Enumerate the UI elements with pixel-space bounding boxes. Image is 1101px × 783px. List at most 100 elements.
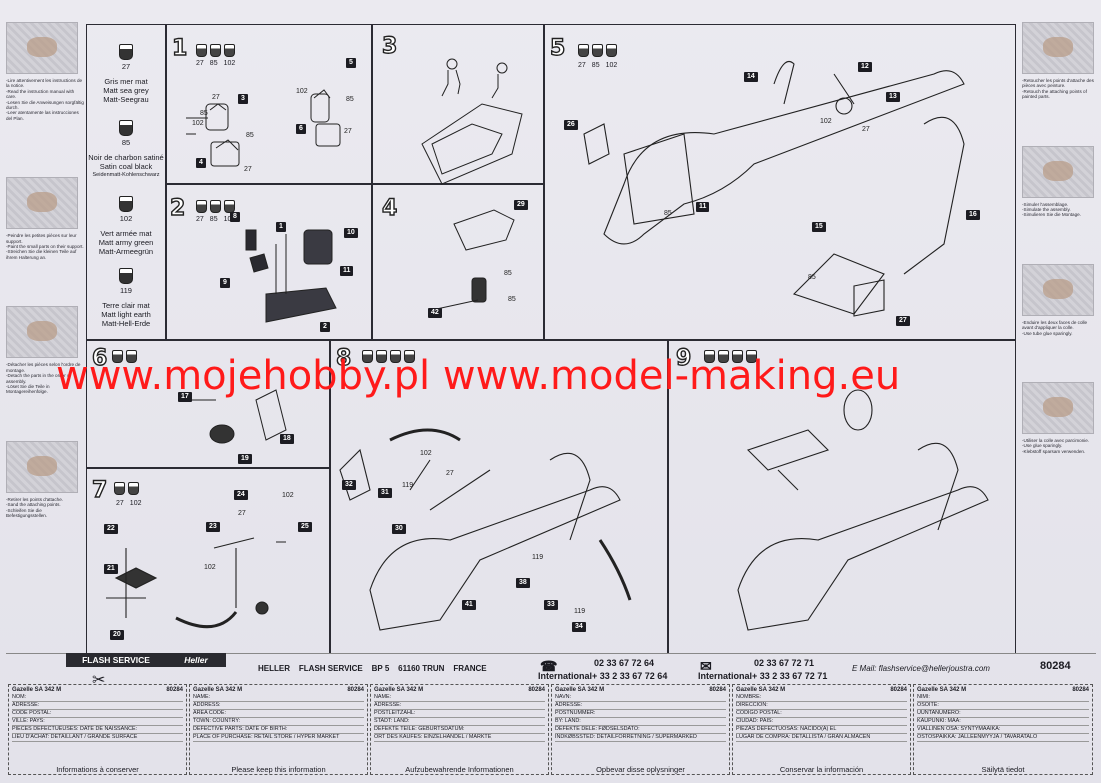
coupon-field[interactable]: DIRECCION: — [736, 702, 907, 710]
part-callout: 5 — [346, 58, 356, 68]
paint-label: 102 — [820, 118, 832, 125]
part-callout: 8 — [230, 212, 240, 222]
paint-label: 27 — [212, 94, 220, 101]
step-1-paints — [196, 44, 235, 57]
step-7-drawing — [106, 537, 286, 629]
paint-can-icon — [404, 350, 415, 363]
legend-code: 85 — [121, 138, 131, 147]
paint-can-icon — [390, 350, 401, 363]
fax-national: 02 33 67 72 71 — [754, 658, 815, 668]
part-callout: 14 — [744, 72, 758, 82]
coupon-field[interactable]: PLACE OF PURCHASE: RETAIL STORE / HYPER … — [193, 734, 364, 742]
paint-can-icon — [224, 44, 235, 57]
coupon-field[interactable]: NOM: — [12, 694, 183, 702]
coupon-field[interactable]: INDKØBSSTED: DETAILFORRETNING / SUPERMAR… — [555, 734, 726, 742]
paint-label: 85 — [808, 274, 816, 281]
tip-photo-5 — [1022, 22, 1094, 74]
coupon-field[interactable]: NAVN: — [555, 694, 726, 702]
paint-can-icon — [732, 350, 743, 363]
phone-international: International+ 33 2 33 67 72 64 — [538, 671, 668, 681]
coupon-footer: Säilytä tiedot — [981, 765, 1025, 774]
coupon-field[interactable]: ADRESSE: — [12, 702, 183, 710]
coupon-field[interactable]: KAUPUNKI: MAA: — [917, 718, 1089, 726]
coupon-field[interactable]: POSTLEITZAHL: — [374, 710, 545, 718]
paint-can-icon — [578, 44, 589, 57]
coupon-field[interactable]: UUNTANUMERO: — [917, 710, 1089, 718]
phone-national: 02 33 67 72 64 — [594, 658, 655, 668]
paint-can-icon — [196, 44, 207, 57]
step-1-panel — [166, 24, 372, 184]
paint-can-icon — [112, 350, 123, 363]
part-callout: 21 — [104, 564, 118, 574]
coupon-field[interactable]: NAME: — [193, 694, 364, 702]
coupon-field[interactable]: ADRESSE: — [374, 702, 545, 710]
coupon-field[interactable]: DEFECTIVE PARTS: DATE OF BIRTH: — [193, 726, 364, 734]
tip-photo-7 — [1022, 263, 1094, 316]
coupon-field[interactable]: NIMI: — [917, 694, 1089, 702]
coupon-field[interactable]: STADT: LAND: — [374, 718, 545, 726]
tip-photo-3 — [6, 306, 78, 359]
paint-code: 102 — [129, 500, 142, 507]
paint-label: 119 — [574, 608, 586, 615]
legend-code: 27 — [121, 62, 131, 71]
coupon-field[interactable]: PIEZAS DEFECTUOSAS: NACIDO(A) EL — [736, 726, 907, 734]
coupon-field[interactable]: LUGAR DE COMPRA: DETALLISTA / GRAN ALMAC… — [736, 734, 907, 742]
coupon-title: Gazelle SA 342 M — [374, 687, 424, 693]
coupon-field[interactable]: VIALLINEN OSA: SYNTYMÄAIKA: — [917, 726, 1089, 734]
step-6-drawing — [186, 389, 287, 444]
paint-can-icon — [224, 200, 235, 213]
step-number: 7 — [91, 477, 108, 503]
coupon-field[interactable]: DEFEKTE DELE: FØDSELSDATO: — [555, 726, 726, 734]
paint-label: 85 — [664, 210, 672, 217]
kit-reference: 80284 — [1040, 660, 1071, 672]
left-note-2: -Peindre les petites pièces sur leur sup… — [6, 233, 84, 260]
coupon-field[interactable]: BY: LAND: — [555, 718, 726, 726]
heller-logo: Heller — [166, 653, 226, 667]
step-8-drawing — [339, 428, 632, 631]
part-callout: 22 — [104, 524, 118, 534]
coupon-field[interactable]: CODIGO POSTAL: — [736, 710, 907, 718]
legend-code: 119 — [120, 286, 132, 295]
paint-can-icon — [718, 350, 729, 363]
step-number: 6 — [91, 345, 108, 371]
step-number: 4 — [381, 195, 398, 221]
coupon-field[interactable]: DEFEKTE TEILE: GEBURTSDATUM: — [374, 726, 545, 734]
legend-line: Matt-Armeegrün — [98, 247, 154, 256]
coupon-field[interactable]: POSTNUMMER: — [555, 710, 726, 718]
step-7-paints — [114, 482, 139, 495]
part-callout: 4 — [196, 158, 206, 168]
coupon-field[interactable]: CIUDAD: PAIS: — [736, 718, 907, 726]
coupon-field[interactable]: ADDRESS: — [193, 702, 364, 710]
coupon-field[interactable]: ADRESSE: — [555, 702, 726, 710]
coupon-field[interactable]: VILLE: PAYS: — [12, 718, 183, 726]
coupon-field[interactable]: TOWN: COUNTRY: — [193, 718, 364, 726]
coupon-field[interactable]: ORT DES KAUFES: EINZELHANDEL / MÄRKTE — [374, 734, 545, 742]
paint-can-icon — [128, 482, 139, 495]
part-callout: 17 — [178, 392, 192, 402]
step-4-drawing — [431, 209, 515, 311]
part-callout: 16 — [966, 210, 980, 220]
fax-international: International+ 33 2 33 67 72 71 — [698, 671, 828, 681]
part-callout: 1 — [276, 222, 286, 232]
paint-code: 27 — [116, 500, 124, 507]
footer-separator — [6, 653, 1096, 669]
part-callout: 26 — [564, 120, 578, 130]
paint-label: 102 — [420, 450, 432, 457]
coupon-field[interactable]: PIECES DEFECTUEUSES: DATE DE NAISSANCE: — [12, 726, 183, 734]
coupon-field[interactable]: CODE POSTAL: — [12, 710, 183, 718]
coupon-field[interactable]: LIEU D'ACHAT: DETAILLANT / GRANDE SURFAC… — [12, 734, 183, 742]
email[interactable]: E Mail: flashservice@hellerjoustra.com — [852, 664, 990, 673]
step-9-drawing — [737, 389, 989, 631]
part-callout: 33 — [544, 600, 558, 610]
coupon-field[interactable]: AREA CODE: — [193, 710, 364, 718]
coupon-field[interactable]: NAME: — [374, 694, 545, 702]
coupon-field[interactable]: OSOITE: — [917, 702, 1089, 710]
coupon-field[interactable]: OSTOSPAIKKA: JÄLLEENMYYJÄ / TAVARATALO — [917, 734, 1089, 742]
legend-line: Matt-Hell-Erde — [101, 319, 151, 328]
part-callout: 2 — [320, 322, 330, 332]
step-2-panel — [166, 184, 372, 340]
coupon-field[interactable]: NOMBRE: — [736, 694, 907, 702]
step-2-drawing — [245, 229, 337, 323]
